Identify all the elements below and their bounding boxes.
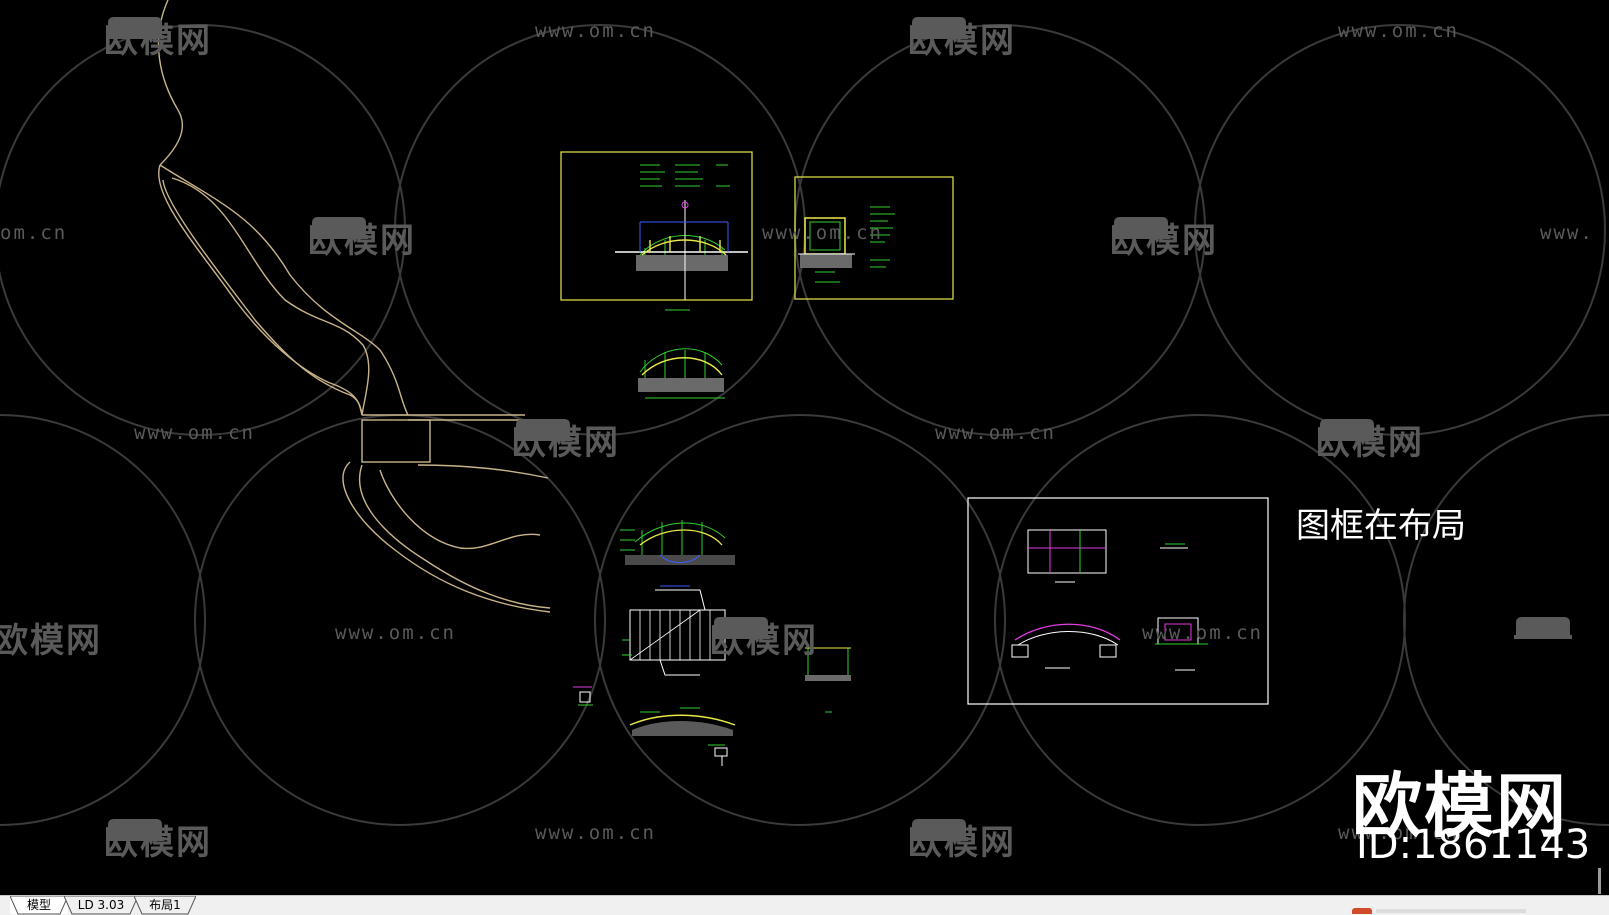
status-indicator [1352, 908, 1372, 914]
brand-logo: 欧模网 [1352, 765, 1568, 847]
elevation-detail-1 [615, 164, 748, 311]
tab-layout1[interactable]: 布局1 [134, 896, 196, 915]
site-plan-roads [157, 0, 551, 613]
bridge-section-detail [629, 707, 736, 766]
tab-label: 布局1 [149, 898, 181, 912]
frame-3-details [1011, 529, 1208, 671]
brand-id: ID:1861143 [1356, 822, 1591, 868]
cad-drawing [0, 0, 1609, 826]
vertical-scrollbar[interactable] [1598, 868, 1601, 894]
tab-label: LD 3.03 [77, 898, 125, 912]
section-detail-2 [805, 647, 851, 713]
plan-detail-stairs [622, 585, 726, 676]
horizontal-scrollbar[interactable] [1376, 909, 1526, 913]
layout-note-text: 图框在布局 [1296, 506, 1466, 546]
sheet-frame-3[interactable] [967, 497, 1269, 705]
tab-ld-3-03[interactable]: LD 3.03 [64, 896, 138, 915]
tab-label: 模型 [26, 898, 51, 912]
small-callout [573, 686, 593, 706]
sheet-frame-1[interactable] [560, 151, 753, 301]
layout-tab-bar: 模型 LD 3.03 布局1 [0, 895, 1609, 915]
watermark-circles [0, 24, 1609, 826]
elevation-detail-2 [638, 348, 725, 399]
sheet-frame-2[interactable] [794, 176, 954, 300]
section-detail-1 [798, 206, 895, 283]
tab-model[interactable]: 模型 [10, 896, 68, 915]
elevation-detail-3 [620, 520, 735, 565]
